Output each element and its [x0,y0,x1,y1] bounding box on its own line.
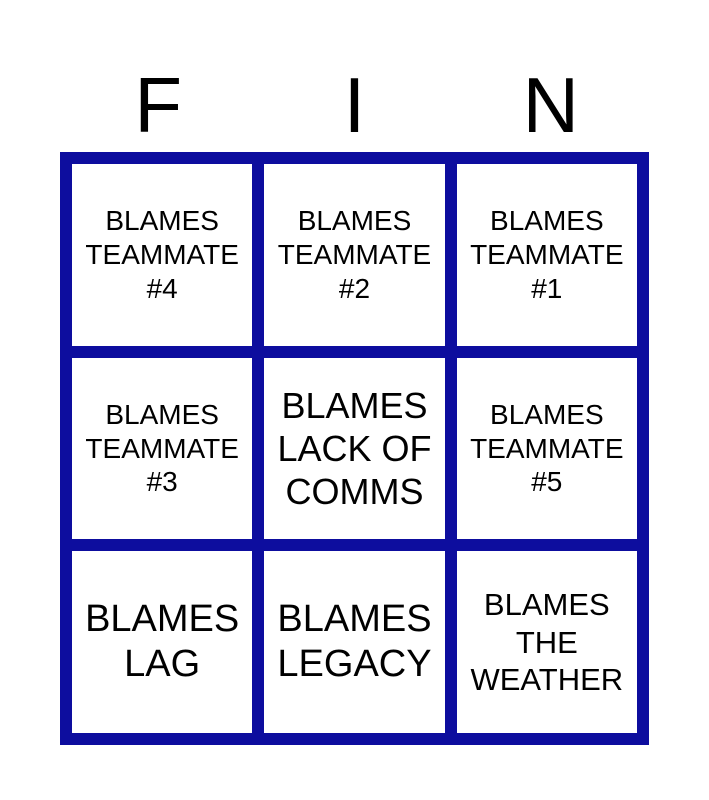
bingo-cell-r1c3[interactable]: BLAMES TEAMMATE #1 [456,164,637,346]
header-letter-i: I [343,61,366,149]
bingo-cell-r2c1[interactable]: BLAMES TEAMMATE #3 [72,357,253,540]
header-letter-n: N [522,61,579,149]
bingo-cell-r3c2[interactable]: BLAMES LEGACY [264,551,445,733]
bingo-cell-r1c1[interactable]: BLAMES TEAMMATE #4 [72,164,253,346]
header-letter-f: F [134,61,182,149]
bingo-cell-r2c2[interactable]: BLAMES LACK OF COMMS [264,357,445,540]
bingo-grid: BLAMES TEAMMATE #4 BLAMES TEAMMATE #2 BL… [60,152,649,745]
bingo-cell-r2c3[interactable]: BLAMES TEAMMATE #5 [456,357,637,540]
bingo-cell-r1c2[interactable]: BLAMES TEAMMATE #2 [264,164,445,346]
bingo-cell-r3c1[interactable]: BLAMES LAG [72,551,253,733]
bingo-card-title: F I N [60,58,649,152]
bingo-cell-r3c3[interactable]: BLAMES THE WEATHER [456,551,637,733]
